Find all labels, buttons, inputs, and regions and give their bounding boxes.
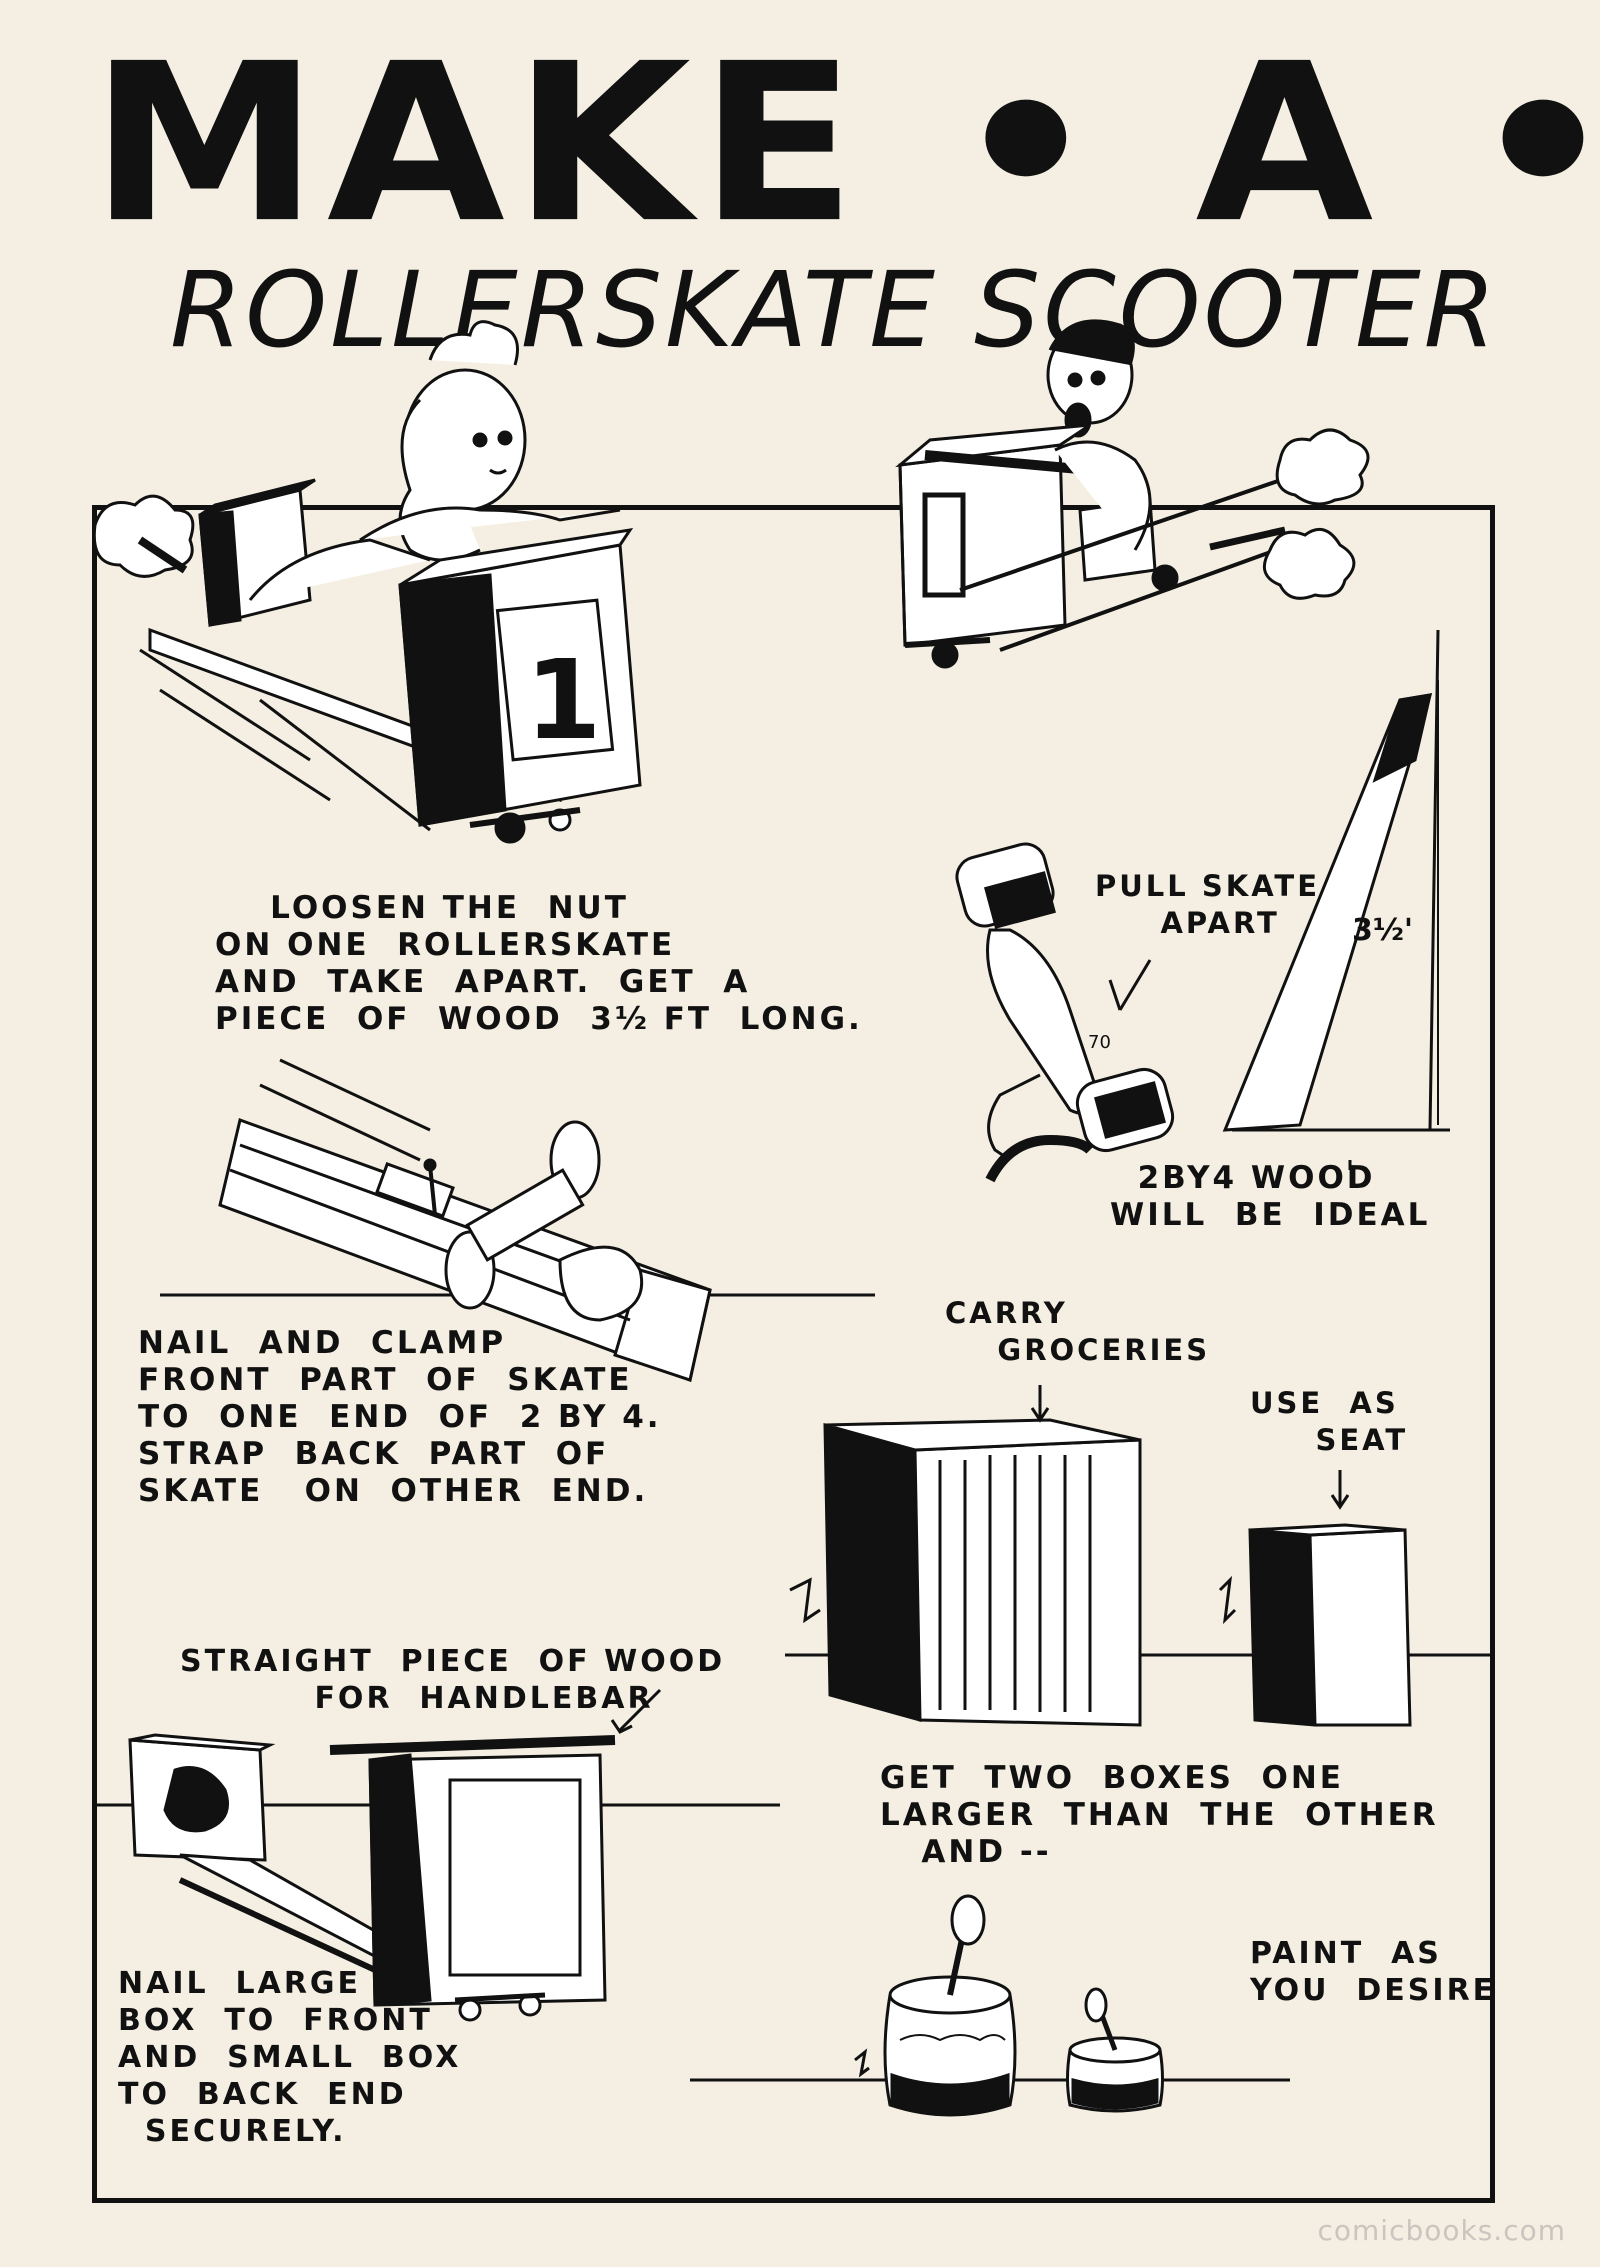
caption-nail-clamp: NAIL AND CLAMP FRONT PART OF SKATE TO ON… [138,1325,662,1509]
boy-scooter-illustration [895,319,1370,669]
page-subtitle: ROLLERSKATE SCOOTER [170,249,1499,371]
paint-cans-illustration [690,1894,1290,2117]
caption-handlebar: STRAIGHT PIECE OF WOOD FOR HANDLEBAR [180,1644,726,1716]
caption-pull-skate: PULL SKATE APART [1095,869,1320,940]
caption-loosen-nut: LOOSEN THE NUT ON ONE ROLLERSKATE AND TA… [215,890,863,1037]
caption-carry-groceries: CARRY GROCERIES [945,1296,1211,1367]
caption-nail-large-box: NAIL LARGE BOX TO FRONT AND SMALL BOX TO… [118,1966,462,2149]
skate-on-plank-illustration [160,1058,875,1383]
wood-plank-illustration: 3½' [1222,629,1450,1170]
skate-apart-illustration: 70 [955,842,1175,1183]
box-number-label: 1 [525,636,602,764]
watermark: comicbooks.com [1317,2214,1566,2247]
assembled-scooter-illustration [95,1688,780,2022]
two-boxes-illustration [785,1385,1490,1727]
caption-get-two-boxes: GET TWO BOXES ONE LARGER THAN THE OTHER … [880,1760,1439,1870]
girl-scooter-illustration: 1 [92,320,642,844]
caption-paint: PAINT AS YOU DESIRE [1250,1936,1497,2008]
page-title: MAKE • A • [90,17,1600,272]
skate-mark-label: 70 [1088,1032,1111,1053]
length-mark-label: 3½' [1352,913,1413,948]
caption-use-as-seat: USE AS SEAT [1250,1386,1409,1457]
panel-frame [92,505,1495,2203]
caption-wood-ideal: 2BY4 WOOD WILL BE IDEAL [1110,1160,1431,1233]
